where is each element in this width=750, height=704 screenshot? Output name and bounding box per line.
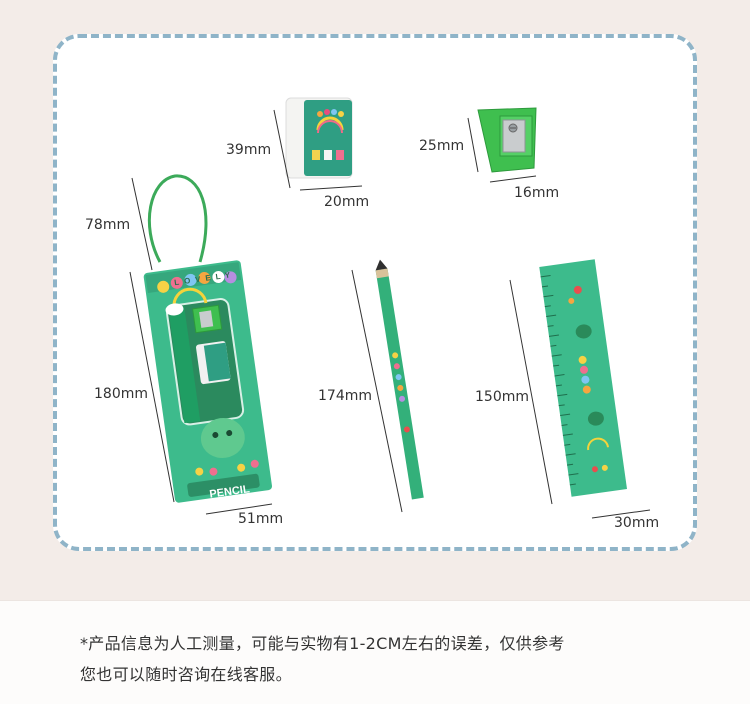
pencil-length-measure: [351, 269, 403, 513]
eraser-image: [285, 97, 353, 179]
pencil-box-height-label: 180mm: [94, 386, 148, 402]
pencil-box-top-label: 78mm: [85, 217, 131, 233]
sharpener-image: [477, 107, 537, 173]
ruler-width-label: 30mm: [614, 515, 660, 531]
ruler-width-measure: [591, 509, 651, 519]
sharpener-width-label: 16mm: [514, 185, 560, 201]
pencil-box-width-label: 51mm: [238, 511, 284, 527]
sharpener-width-measure: [489, 175, 537, 183]
disclaimer-line-2: 您也可以随时咨询在线客服。: [80, 665, 292, 684]
eraser-width-measure: [299, 185, 363, 191]
pencil-box-height-measure: [129, 271, 175, 503]
eraser-height-label: 39mm: [226, 142, 272, 158]
disclaimer-footer: *产品信息为人工测量，可能与实物有1-2CM左右的误差，仅供参考 您也可以随时咨…: [0, 600, 750, 704]
eraser-height-measure: [273, 109, 291, 189]
pencil-image: [375, 259, 424, 500]
sharpener-height-measure: [467, 117, 479, 173]
eraser-width-label: 20mm: [324, 194, 370, 210]
pencil-box-top-measure: [131, 177, 153, 271]
pencil-box-width-measure: [205, 503, 273, 515]
sharpener-height-label: 25mm: [419, 138, 465, 154]
pencil-box-label: PENCIL: [209, 483, 251, 501]
ruler-length-label: 150mm: [475, 389, 529, 405]
pencil-length-label: 174mm: [318, 388, 372, 404]
disclaimer-line-1: *产品信息为人工测量，可能与实物有1-2CM左右的误差，仅供参考: [80, 634, 565, 653]
ruler-image: [539, 259, 628, 497]
ruler-length-measure: [509, 279, 553, 505]
pencil-box-image: PENCIL LOVELY: [143, 174, 272, 503]
